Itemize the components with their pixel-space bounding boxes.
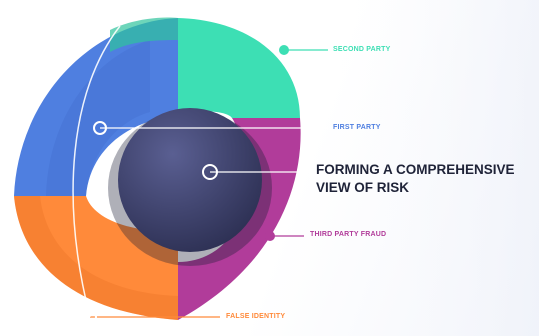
segment-third-party-fraud xyxy=(178,118,301,320)
center-title-line-1: FORMING A COMPREHENSIVE xyxy=(316,162,515,177)
first-party-marker xyxy=(93,121,107,135)
segment-false-identity-side xyxy=(14,196,178,320)
center-marker xyxy=(202,164,218,180)
segment-first-party xyxy=(14,18,178,196)
second-party-marker xyxy=(279,45,289,55)
label-false-identity: FALSE IDENTITY xyxy=(226,313,286,320)
third-party-marker xyxy=(265,231,275,241)
segment-seam xyxy=(72,25,121,318)
core-sphere xyxy=(118,108,262,252)
segment-first-party-face xyxy=(46,40,150,196)
segment-second-party xyxy=(178,18,300,118)
false-identity-marker xyxy=(83,310,97,324)
label-third-party-fraud: THIRD PARTY FRAUD xyxy=(310,231,387,238)
segment-second-party-top xyxy=(110,17,178,52)
center-title: FORMING A COMPREHENSIVE VIEW OF RISK xyxy=(316,161,538,197)
segment-false-identity xyxy=(14,196,178,320)
center-title-line-2: VIEW OF RISK xyxy=(316,180,410,195)
label-first-party: FIRST PARTY xyxy=(333,124,381,131)
background-sheen xyxy=(320,0,539,336)
label-second-party: SECOND PARTY xyxy=(333,46,391,53)
